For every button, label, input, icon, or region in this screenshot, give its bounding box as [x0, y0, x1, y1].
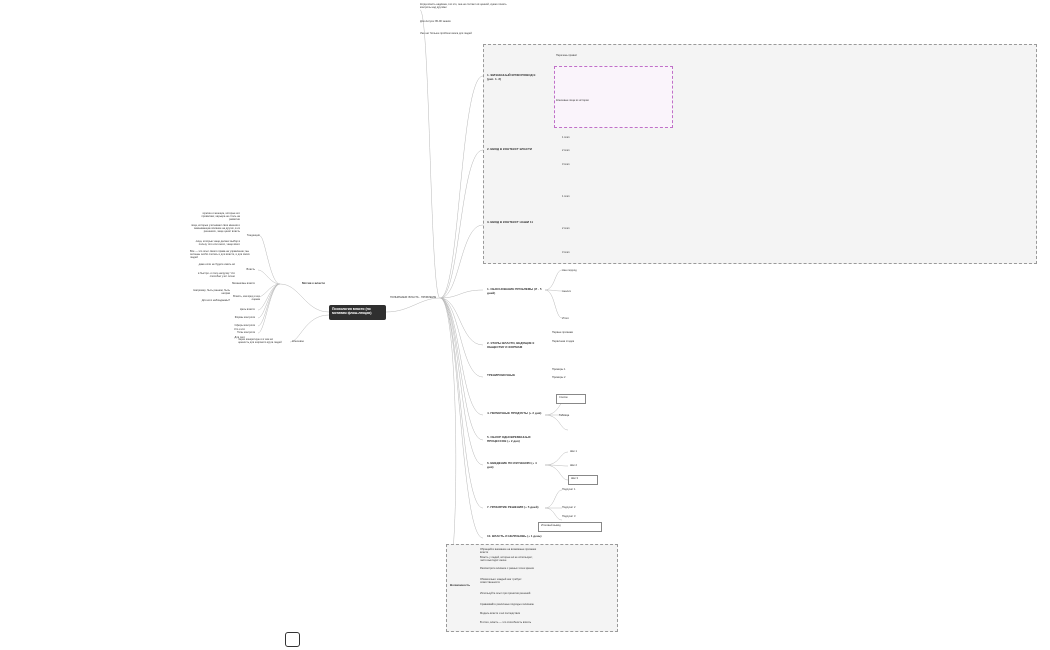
bottom-item-5[interactable]: Используйте опыт при принятии решений — [480, 592, 531, 595]
bottom-item-8[interactable]: В итоге, власть — это способность влиять — [480, 621, 532, 624]
branch-9-title[interactable]: 6. ВВЕДЕНИЕ ПО ИЗУЧЕНИЮ (+ 4 дня) — [487, 461, 537, 469]
branch-7-sub-box[interactable] — [556, 394, 586, 404]
top-note-1[interactable]: Когда власть надёжна, это кто, она не сч… — [420, 3, 507, 10]
branch-10-sub-box[interactable] — [538, 522, 602, 532]
branch-4-sub-2[interactable]: Анализ — [562, 290, 571, 293]
branch-10-sub-3[interactable]: Подпункт 3 — [562, 515, 576, 518]
left-note-top[interactable]: Все — это опыт своего права на управлени… — [190, 250, 250, 260]
branch-3-sub-1[interactable]: 1 этап — [562, 195, 570, 198]
bottom-item-7[interactable]: Модель власти и её последствия — [480, 612, 521, 615]
branch-5-sub-2[interactable]: Первичная стадия — [552, 340, 575, 343]
branch-10-sub-4[interactable]: Итоговый вывод — [541, 524, 561, 527]
branch-3-sub-2[interactable]: 2 этап — [562, 227, 570, 230]
bottom-item-2[interactable]: Власть у людей, которые её не используют… — [480, 556, 533, 563]
top-note-3[interactable]: Уже нет больше проблем хаоса для людей — [420, 32, 472, 35]
left-tendency-note-3[interactable]: лица, которые чаще делают выбор в пользу… — [195, 240, 240, 247]
left-ko[interactable]: Кто и кто — [234, 328, 245, 331]
left-power-note-1[interactable]: даже если не будете иметь её — [198, 263, 235, 266]
bottom-group-title[interactable]: Возможность — [450, 583, 471, 587]
branch-4-sub-3[interactable]: Итоги — [562, 317, 569, 320]
left-item-3[interactable]: Сферы контроля — [234, 324, 255, 327]
branch-11-title[interactable]: 10. ВЛАСТЬ И НЕЛЮБОВЬ (+ 1 день) — [487, 534, 542, 538]
left-power[interactable]: Власть — [246, 268, 255, 271]
left-tendency-note-1[interactable]: мужчин и женщин, которые его проявляют, … — [201, 212, 240, 222]
left-mechanisms[interactable]: Механизмы власти — [232, 282, 255, 285]
branch-3-sub-3[interactable]: 3 этап — [562, 251, 570, 254]
bottom-item-6[interactable]: Сравнивайте различные подходы к влиянию — [480, 603, 534, 606]
overview-button[interactable] — [285, 632, 300, 647]
branch-9-sub-2[interactable]: Шаг 2 — [570, 464, 577, 467]
highlight-box-pink — [554, 66, 673, 128]
left-key[interactable]: Ключевое — [292, 340, 304, 343]
branch-2-title[interactable]: 2. ВВОД В КОНТЕКСТ ВЛАСТИ — [487, 147, 532, 151]
central-topic[interactable]: Психология власти (по мотивам флэш-лекци… — [329, 305, 386, 320]
left-item-1[interactable]: Цель власти — [239, 308, 255, 311]
left-tendency[interactable]: Тенденции — [246, 234, 260, 237]
bottom-item-4[interactable]: Обязательно: каждый шаг требует ответств… — [480, 578, 522, 585]
branch-2-sub-2[interactable]: 2 этап — [562, 149, 570, 152]
left-what[interactable]: Для чего — [234, 336, 245, 339]
branch-4-title[interactable]: 1. ОБОСНОВАНИЕ ПРОБЛЕМЫ (Л - 5 дней) — [487, 287, 542, 295]
branch-10-sub-2[interactable]: Подпункт 2 — [562, 506, 576, 509]
branch-6-sub-2[interactable]: Примеры 2 — [552, 376, 566, 379]
top-note-2[interactable]: Для Антуса: 80-90 знаков — [420, 20, 451, 23]
branch-9-sub-1[interactable]: Шаг 1 — [570, 450, 577, 453]
branch-7-sub-1[interactable]: Список — [559, 396, 568, 399]
branch-3-title[interactable]: 3. ВВОД В КОНТЕКСТ НАШИ 11 — [487, 220, 534, 224]
branch-6-sub-1[interactable]: Примеры 1 — [552, 368, 566, 371]
left-tendency-note-2[interactable]: лица, которые учитывают свои мнения и ок… — [190, 224, 240, 234]
bottom-item-1[interactable]: Обращайте внимание на возможные признаки… — [480, 548, 537, 555]
left-mechanism-note-2[interactable]: Для кого наблюдаемы? — [201, 299, 230, 302]
branch-10-title[interactable]: 7. ПРИНЯТИЕ РЕШЕНИЯ (+ 5 дней) — [487, 505, 539, 509]
left-harm[interactable]: Власть, как вред и его оценка — [233, 295, 260, 302]
branch-8-title[interactable]: 5. ОБЗОР ОДНОВРЕМЕННЫХ ПРОЦЕССОВ (+ 2 дн… — [487, 435, 531, 443]
left-power-note-2[interactable]: в быстро- и полу-нагрузку: Что способно … — [198, 272, 235, 279]
branch-4-sub-1[interactable]: Наш подход — [562, 269, 577, 272]
left-mechanism-note-1[interactable]: Например, быть ранним, быть неправ — [193, 289, 230, 296]
bottom-item-3[interactable]: Рассмотрите влияние с разных точек зрени… — [480, 567, 534, 570]
left-item-2[interactable]: Формы контроля — [234, 316, 255, 319]
branch-1-title[interactable]: 1. ЖИЗНЕННЫЙ КРИКОПОВОД Е (рис. 1. 2) — [487, 73, 536, 81]
branch-2-sub-3[interactable]: 3 этап — [562, 163, 570, 166]
branch-10-sub-1[interactable]: Подпункт 1 — [562, 488, 576, 491]
branch-1-sub-1[interactable]: Перечень правил — [556, 54, 578, 57]
branch-5-sub-1[interactable]: Первые признаки — [552, 331, 574, 334]
left-what-note[interactable]: Через конкретную и в чем её ценность для… — [238, 338, 282, 345]
branch-6-title[interactable]: ТРЕНИРОВОЧНЫЕ — [487, 373, 516, 377]
group-box-bottom — [446, 544, 618, 632]
branch-2-sub-1[interactable]: 1 этап — [562, 136, 570, 139]
branch-1-sub-2[interactable]: Ключевые лица из истории — [556, 99, 589, 102]
left-main-topic[interactable]: Мотив к власти — [302, 281, 325, 285]
right-root-topic[interactable]: ПОЛНИМАЕМ: ВЛАСТЬ - ПРОБЛЕМЫ — [390, 296, 437, 299]
branch-9-sub-3[interactable]: Шаг 3 — [571, 477, 578, 480]
branch-9-sub-box[interactable] — [568, 475, 598, 485]
branch-5-title[interactable]: 2. ЭТАПЫ ВЛАСТИ, ВЕДУЩИЕ К ОБЩЕСТВУ И ФО… — [487, 341, 535, 349]
left-item-4[interactable]: Типы контроля — [237, 331, 255, 334]
branch-7-title[interactable]: 4. ПЕРВИЧНЫЕ ПРОДУКТЫ (+ 2 дня) — [487, 411, 542, 415]
branch-7-sub-2[interactable]: Таблица — [559, 414, 570, 417]
